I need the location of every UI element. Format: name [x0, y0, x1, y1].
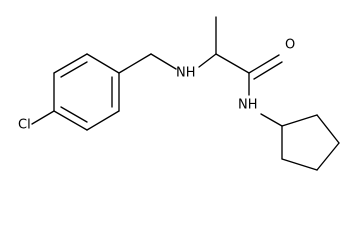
cyclopentane-bond-2 [316, 114, 340, 144]
ring-bond-1 [53, 53, 88, 74]
molecule-svg: Cl NH O NH [18, 16, 340, 171]
cyclopentane-bond-1 [281, 114, 318, 127]
ch2-nh-bond [150, 53, 177, 70]
carbonyl-double-bond-inner [253, 61, 283, 80]
molecule-diagram: Cl NH O NH [18, 16, 340, 171]
carbonyl-oxygen-label: O [285, 38, 295, 53]
chlorine-label: Cl [18, 118, 31, 133]
cyclopentane-bond-3 [316, 142, 340, 171]
cyclopentane-bond-4 [281, 158, 318, 171]
ring-bond-2 [86, 53, 120, 74]
ring-bond-5 [53, 110, 88, 131]
ring-double-bond-3 [60, 106, 88, 123]
cyclopentane-ring [281, 114, 340, 171]
alpha-carbonyl-bond [215, 53, 250, 74]
carbonyl-double-bond-outer [248, 54, 280, 74]
amide-nh-label: NH [238, 98, 258, 113]
ring-double-bond-1 [60, 61, 88, 78]
amine-nh-label: NH [176, 66, 196, 81]
nh-alpha-carbon-bond [198, 53, 217, 68]
c-cl-bond [31, 110, 55, 125]
ring-bond-4 [86, 110, 120, 131]
nh-cyclopentyl-bond [260, 113, 283, 127]
benzyl-bond [118, 53, 152, 74]
chlorophenyl-ring [53, 53, 120, 131]
